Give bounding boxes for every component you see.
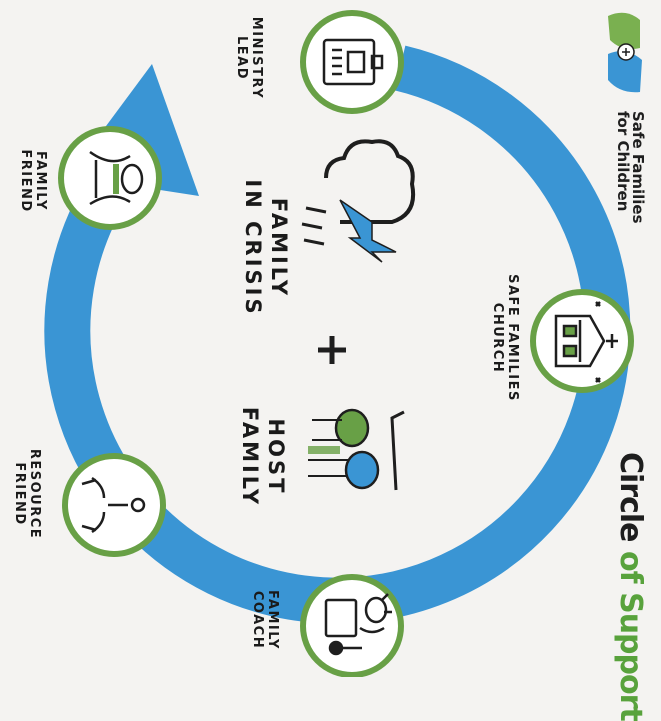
label-family-coach: FAMILY COACH [248,580,280,660]
brand-name-line-2: for Children [614,111,632,212]
diagram-title: Circle of Support [612,452,648,721]
label-ministry-lead: MINISTRY LEAD [232,8,264,108]
helping-hands-icon [81,476,146,534]
label-ministry-line-2: LEAD [234,35,249,81]
support-ring [44,45,631,624]
label-family-friend: FAMILY FRIEND [16,141,48,221]
node-ministry-lead [300,10,404,114]
mentor-icon [324,593,392,656]
church-icon [554,301,618,383]
node-resource-friend [62,453,166,557]
plus-icon [318,336,346,364]
id-badge-icon [322,38,384,86]
label-church-line-2: CHURCH [490,302,505,374]
brand-name: Safe Families for Children [611,111,647,224]
label-host-family: HOST FAMILY [233,397,289,517]
brand-name-line-1: Safe Families [629,111,647,224]
title-word-3: Support [613,592,648,721]
label-safe-families-church: SAFE FAMILIES CHURCH [488,263,520,413]
label-coach-line-2: COACH [250,590,265,650]
circle-of-support-diagram: Circle of Support Safe Families for Chil… [10,8,648,721]
label-resource-line-2: FRIEND [12,462,27,526]
title-word-2: of [613,550,648,583]
label-church-line-1: SAFE FAMILIES [505,274,520,402]
label-host-line-2: FAMILY [238,406,262,508]
label-friend-line-1: FAMILY [33,151,48,211]
label-resource-friend: RESOURCE FRIEND [10,446,42,542]
node-family-coach [300,574,404,677]
safe-families-logo-icon [608,12,642,93]
label-crisis-line-2: IN CRISIS [241,179,265,317]
hug-icon [89,150,144,206]
family-house-icon [308,408,405,491]
node-family-friend [58,126,162,230]
node-safe-families-church [530,289,634,393]
label-coach-line-1: FAMILY [265,590,280,650]
label-host-line-1: HOST [264,418,288,496]
title-word-1: Circle [613,452,648,542]
storm-cloud-icon [301,139,415,263]
label-ministry-line-1: MINISTRY [249,16,264,100]
label-friend-line-2: FRIEND [18,149,33,213]
label-resource-line-1: RESOURCE [27,448,42,540]
label-crisis-line-1: FAMILY [267,197,291,299]
diagram-graphic [44,10,642,677]
label-family-in-crisis: FAMILY IN CRISIS [236,173,292,323]
